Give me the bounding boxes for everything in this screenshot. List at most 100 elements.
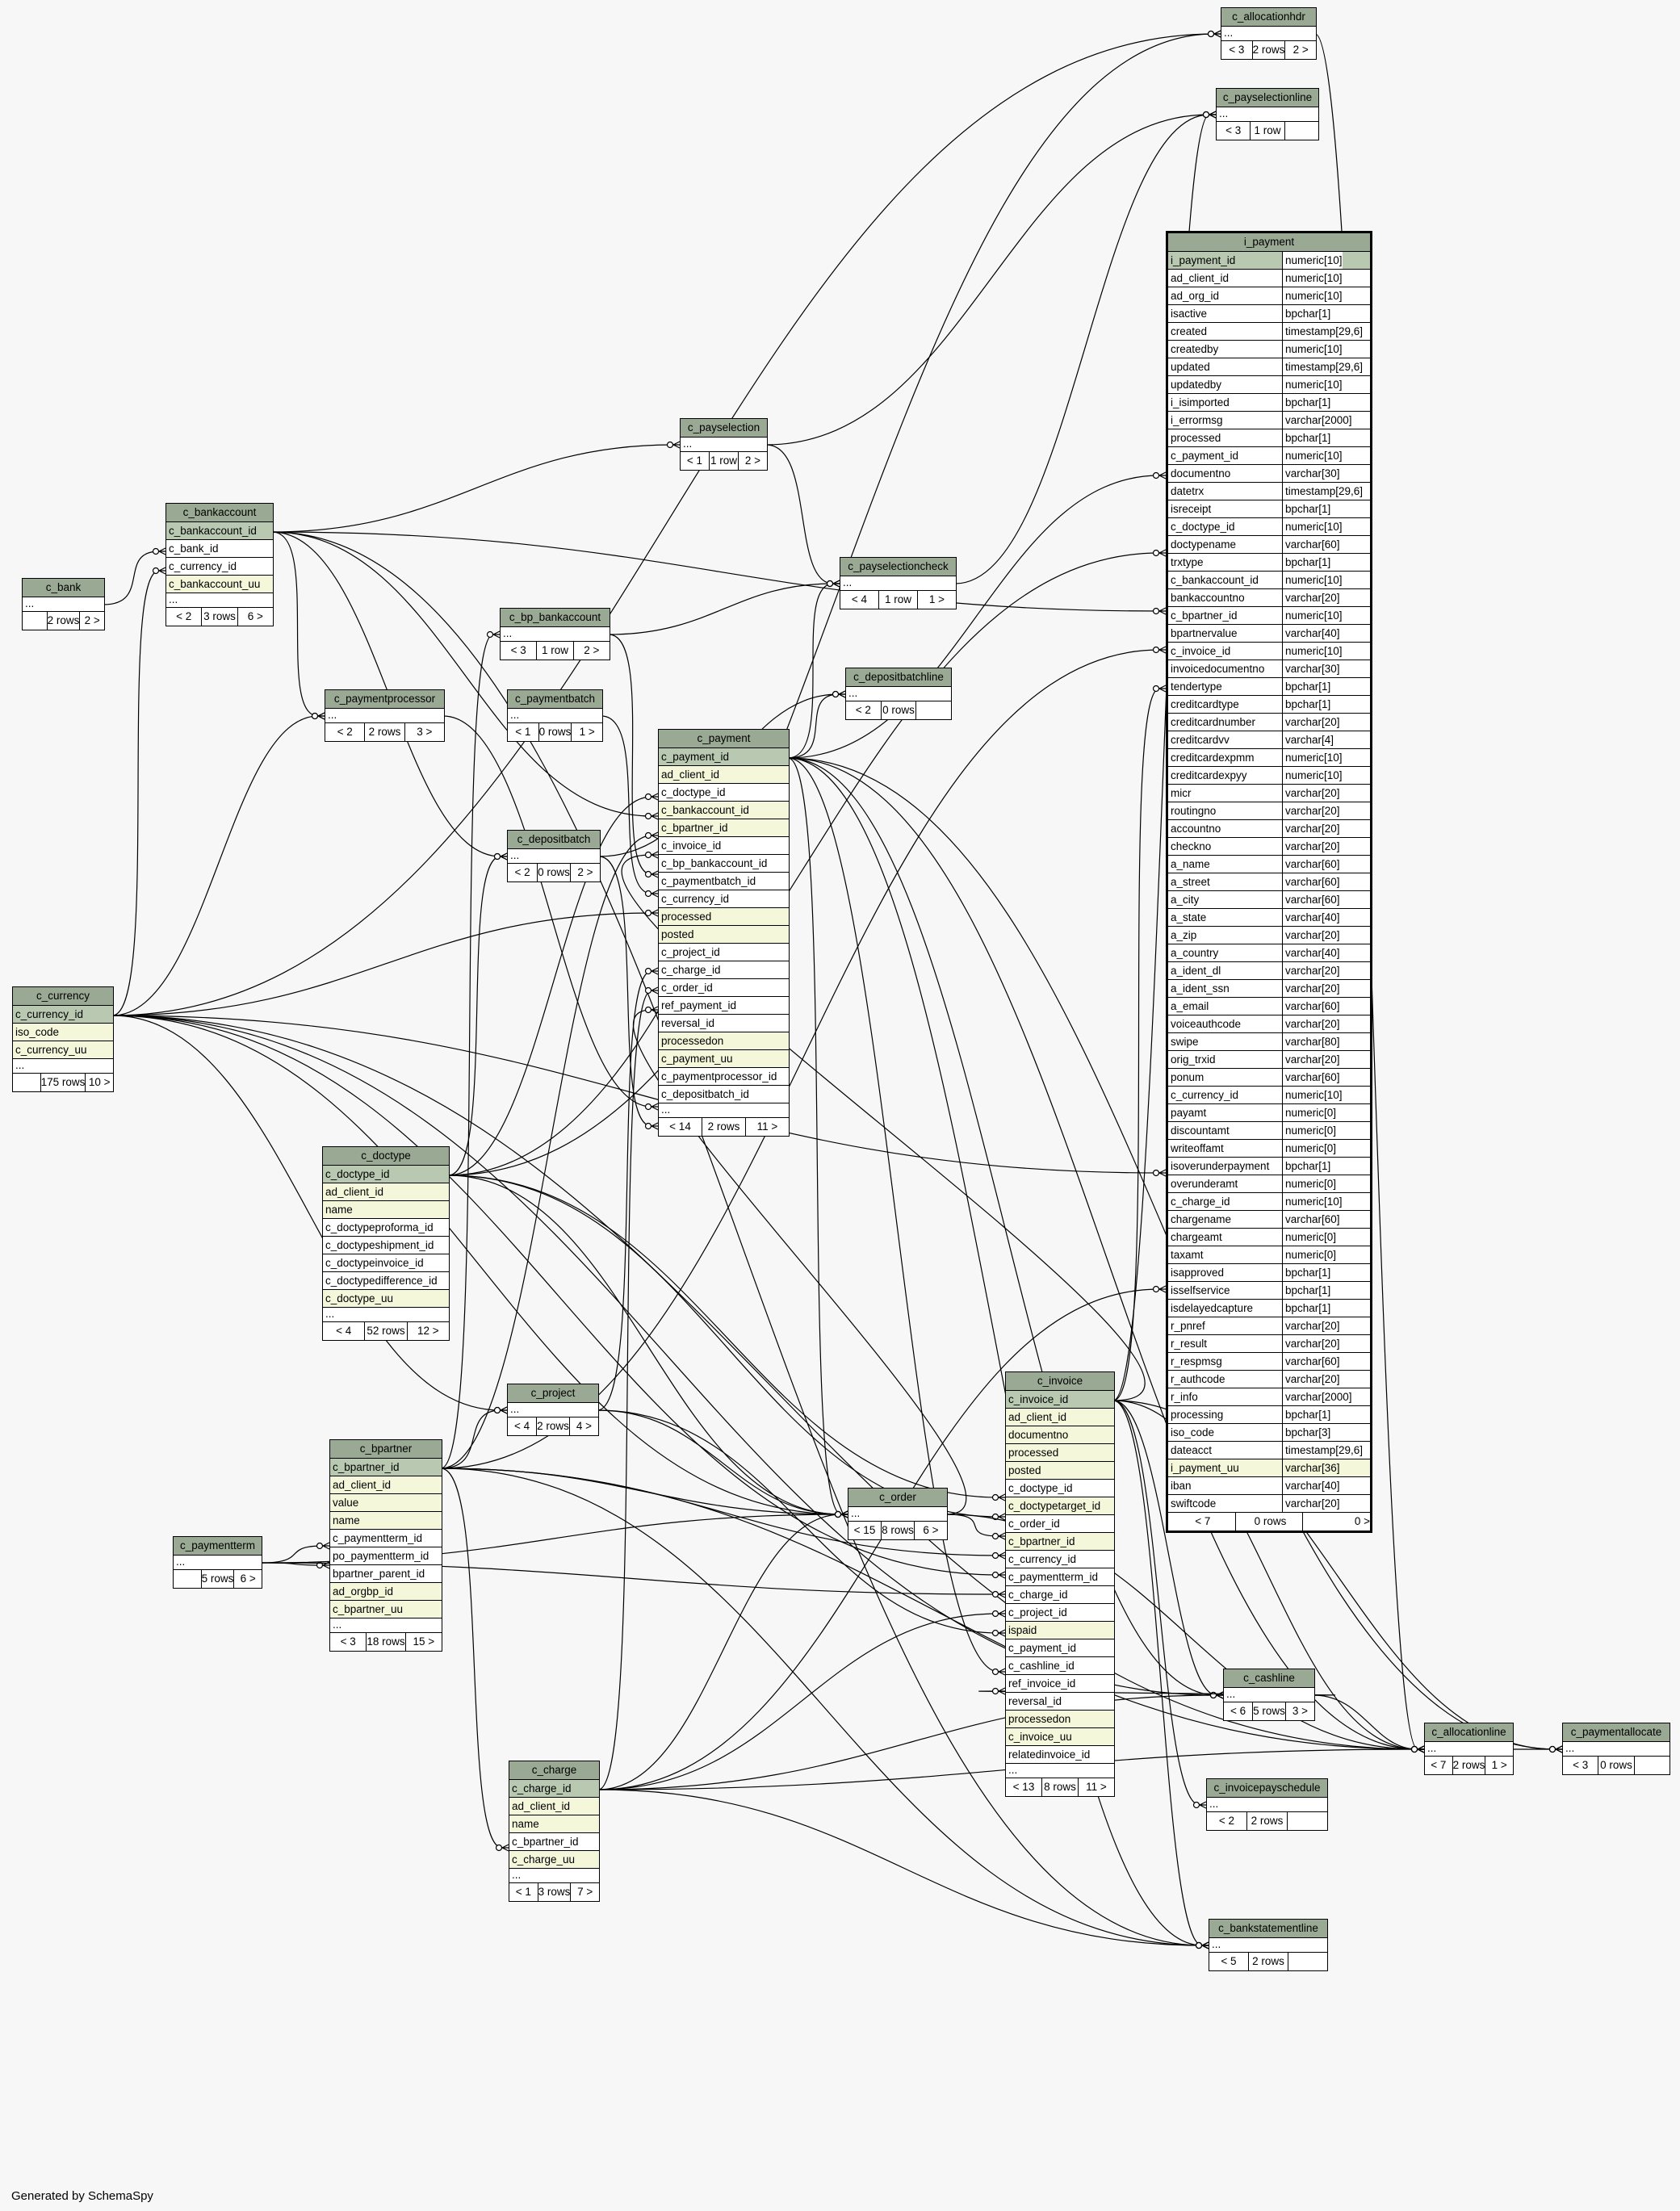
- column-row: iso_code: [13, 1024, 113, 1041]
- column-name: overunderamt: [1168, 1175, 1283, 1192]
- column-name: ponum: [1168, 1069, 1283, 1086]
- column-type: bpchar[1]: [1285, 1409, 1331, 1421]
- column-type: bpchar[3]: [1285, 1426, 1331, 1438]
- column-row: ...: [23, 597, 104, 612]
- column-row: ...: [174, 1556, 262, 1570]
- optional-marker: [493, 852, 501, 861]
- relationship-line: [597, 1409, 999, 1634]
- column-type: varchar[20]: [1285, 805, 1340, 817]
- column-type: varchar[36]: [1285, 1462, 1340, 1474]
- column-row: ...: [846, 687, 951, 701]
- stats-cell: < 3: [1217, 122, 1251, 140]
- column-type: bpchar[1]: [1285, 503, 1331, 515]
- column-row: ...: [508, 709, 602, 723]
- stats-cell: [13, 1074, 41, 1091]
- relationship-line: [271, 531, 1160, 612]
- column-name: isactive: [1168, 305, 1283, 322]
- crows-foot-marker: [651, 1103, 659, 1111]
- column-row: c_bpartner_id: [509, 1833, 599, 1851]
- crows-foot-marker: [1417, 1745, 1425, 1753]
- stats-cell: 5 rows: [202, 1570, 235, 1588]
- column-type: numeric[10]: [1285, 609, 1343, 622]
- column-row: c_payment_uu: [659, 1050, 789, 1068]
- relationship-line: [608, 583, 834, 635]
- column-name: checkno: [1168, 838, 1283, 855]
- optional-marker: [1152, 549, 1160, 557]
- column-name: documentno: [1168, 465, 1283, 482]
- crows-foot-marker: [651, 851, 659, 859]
- crows-foot-marker: [1158, 471, 1167, 479]
- column-type: bpchar[1]: [1285, 1267, 1331, 1279]
- optional-marker: [1152, 607, 1160, 615]
- column-row: c_doctype_id: [659, 784, 789, 802]
- column-row: c_currency_uu: [13, 1041, 113, 1059]
- column-row: c_invoice_id: [659, 837, 789, 855]
- column-name: creditcardtype: [1168, 696, 1283, 713]
- crows-foot-marker: [998, 1551, 1006, 1560]
- relationship-line: [1112, 688, 1160, 1401]
- column-type: numeric[0]: [1285, 1249, 1337, 1261]
- relationship-line: [597, 1514, 842, 1790]
- stats-cell: [23, 612, 48, 630]
- column-row: ...: [659, 1103, 789, 1118]
- column-name: writeoffamt: [1168, 1140, 1283, 1157]
- stats-cell: 3 >: [1292, 1705, 1309, 1717]
- column-name: iban: [1168, 1477, 1283, 1494]
- optional-marker: [1207, 30, 1215, 38]
- table-title: c_bank: [23, 579, 104, 597]
- column-row: posted: [659, 926, 789, 944]
- column-type: varchar[60]: [1285, 894, 1340, 906]
- crows-foot-marker: [840, 1510, 848, 1518]
- column-type: timestamp[29,6]: [1285, 325, 1364, 337]
- table-title: c_allocationhdr: [1221, 8, 1316, 27]
- table-title: c_bankaccount: [166, 504, 273, 522]
- column-type: numeric[10]: [1285, 769, 1343, 781]
- relationship-line: [787, 757, 842, 1515]
- optional-marker: [1152, 685, 1160, 693]
- column-type: bpchar[1]: [1285, 1160, 1331, 1172]
- optional-marker: [644, 909, 652, 917]
- column-row: relatedinvoice_id: [1006, 1746, 1114, 1764]
- stats-cell: 2 >: [577, 866, 593, 878]
- optional-marker: [644, 851, 652, 859]
- optional-marker: [486, 630, 494, 639]
- stats-cell: 8 rows: [1042, 1778, 1079, 1796]
